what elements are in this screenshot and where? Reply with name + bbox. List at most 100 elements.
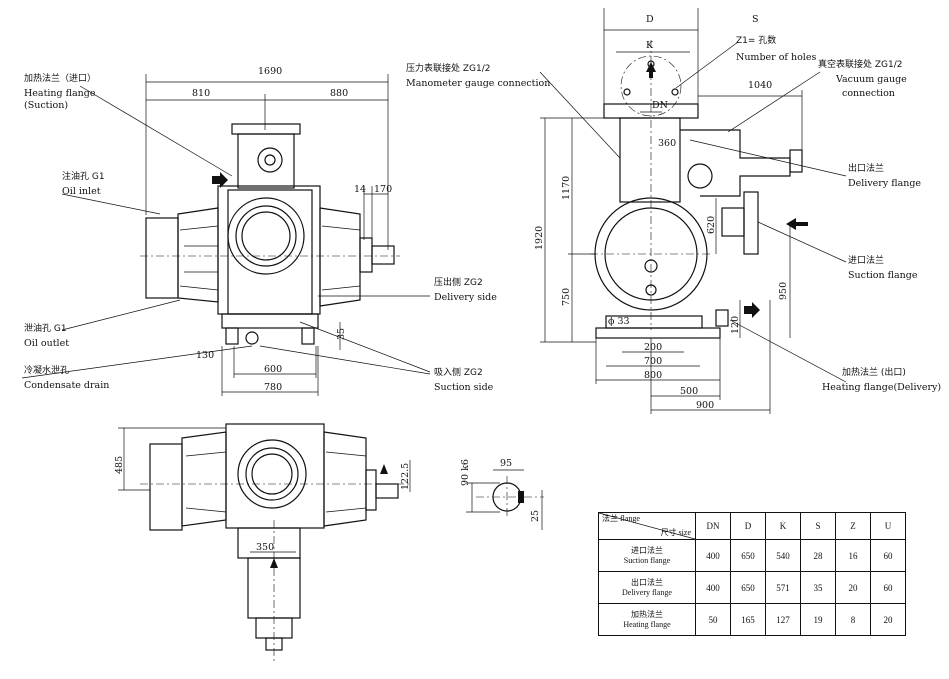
- heating-flange-inlet-en2: (Suction): [24, 100, 69, 111]
- dim-700: 700: [644, 356, 663, 367]
- side-view: [539, 8, 847, 414]
- table-header: U: [870, 512, 906, 540]
- delivery-side-cn: 压出侧 ZG2: [434, 278, 483, 288]
- dim-90k6: 90 k6: [460, 459, 471, 486]
- dim-K: K: [646, 40, 654, 51]
- table-cell: 60: [870, 571, 906, 604]
- oil-inlet-en: Oil inlet: [62, 186, 101, 197]
- dim-950: 950: [778, 281, 789, 300]
- dim-14: 14: [354, 184, 367, 195]
- row-name-en: Heating flange: [623, 619, 671, 629]
- dim-880: 880: [330, 88, 349, 99]
- table-cell: 50: [695, 603, 731, 636]
- table-header: S: [800, 512, 836, 540]
- table-cell: 35: [800, 571, 836, 604]
- condensate-cn: 冷凝水泄孔: [24, 366, 70, 376]
- dim-600: 600: [264, 364, 283, 375]
- dim-170: 170: [374, 184, 393, 195]
- dim-130: 130: [196, 350, 215, 361]
- table-cell: 19: [800, 603, 836, 636]
- vacuum-cn: 真空表联接处 ZG1/2: [818, 60, 903, 70]
- manometer-en: Manometer gauge connection: [406, 78, 551, 89]
- dim-360: 360: [658, 138, 677, 149]
- dim-25: 25: [530, 509, 541, 522]
- dim-350: 350: [256, 542, 275, 553]
- row-name-en: Suction flange: [623, 555, 671, 565]
- table-cell: 60: [870, 539, 906, 572]
- dim-620: 620: [706, 215, 717, 234]
- suction-flange-cn: 进口法兰: [848, 256, 885, 266]
- table-header: DN: [695, 512, 731, 540]
- condensate-en: Condensate drain: [24, 380, 110, 391]
- dim-95: 95: [500, 458, 513, 469]
- heating-flange-inlet-en1: Heating flange: [24, 88, 96, 99]
- table-cell: 650: [730, 539, 766, 572]
- dim-500: 500: [680, 386, 699, 397]
- top-view: [118, 423, 411, 664]
- suction-side-cn: 吸入侧 ZG2: [434, 368, 483, 378]
- oil-inlet-cn: 注油孔 G1: [62, 172, 105, 182]
- row-name-cn: 加热法兰: [631, 609, 663, 619]
- table-cell: 165: [730, 603, 766, 636]
- heating-delivery-cn: 加热法兰 (出口): [842, 368, 906, 378]
- table-cell: 540: [765, 539, 801, 572]
- heating-delivery-en: Heating flange(Delivery): [822, 382, 942, 393]
- delivery-flange-cn: 出口法兰: [848, 164, 885, 174]
- dim-1920: 1920: [534, 225, 545, 250]
- dim-S: S: [752, 14, 759, 25]
- table-cell: 8: [835, 603, 871, 636]
- vacuum-en2: connection: [842, 88, 895, 99]
- suction-side-en: Suction side: [434, 382, 494, 393]
- dim-810: 810: [192, 88, 211, 99]
- dim-1690: 1690: [258, 66, 283, 77]
- delivery-flange-en: Delivery flange: [848, 178, 922, 189]
- dim-485: 485: [114, 455, 125, 474]
- front-view: [21, 74, 431, 396]
- suction-flange-en: Suction flange: [848, 270, 918, 281]
- delivery-side-en: Delivery side: [434, 292, 497, 303]
- vacuum-en1: Vacuum gauge: [836, 74, 907, 85]
- dim-122-5: 122.5: [400, 462, 411, 490]
- oil-outlet-cn: 泄油孔 G1: [24, 324, 67, 334]
- table-cell: 400: [695, 539, 731, 572]
- dim-DN: DN: [652, 100, 668, 111]
- table-cell: 16: [835, 539, 871, 572]
- manometer-cn: 压力表联接处 ZG1/2: [406, 64, 491, 74]
- dim-780: 780: [264, 382, 283, 393]
- table-cell: 20: [870, 603, 906, 636]
- dim-900: 900: [696, 400, 715, 411]
- table-corner-bottom: 尺寸 size: [660, 528, 691, 537]
- dim-phi33: ϕ 33: [608, 316, 630, 327]
- dim-1170: 1170: [561, 175, 572, 200]
- row-name-en: Delivery flange: [622, 587, 672, 597]
- dim-200: 200: [644, 342, 663, 353]
- table-cell: 28: [800, 539, 836, 572]
- dim-35: 35: [336, 327, 347, 340]
- dim-1040: 1040: [748, 80, 773, 91]
- shaft-section: [466, 469, 544, 530]
- dim-120: 120: [730, 315, 741, 334]
- oil-outlet-en: Oil outlet: [24, 338, 70, 349]
- table-header: Z: [835, 512, 871, 540]
- row-name-cn: 进口法兰: [631, 545, 663, 555]
- holes-en: Number of holes: [736, 52, 817, 63]
- row-name-cn: 出口法兰: [631, 577, 663, 587]
- dim-800: 800: [644, 370, 663, 381]
- table-corner-top: 法兰 flange: [602, 514, 640, 523]
- table-cell: 400: [695, 571, 731, 604]
- heating-flange-inlet-cn: 加热法兰（进口）: [24, 74, 97, 84]
- holes-cn: Z1= 孔数: [736, 36, 777, 46]
- table-corner: 法兰 flange 尺寸 size: [598, 512, 696, 540]
- table-cell: 571: [765, 571, 801, 604]
- table-header: K: [765, 512, 801, 540]
- table-cell: 650: [730, 571, 766, 604]
- table-cell: 127: [765, 603, 801, 636]
- table-header: D: [730, 512, 766, 540]
- dim-750: 750: [561, 287, 572, 306]
